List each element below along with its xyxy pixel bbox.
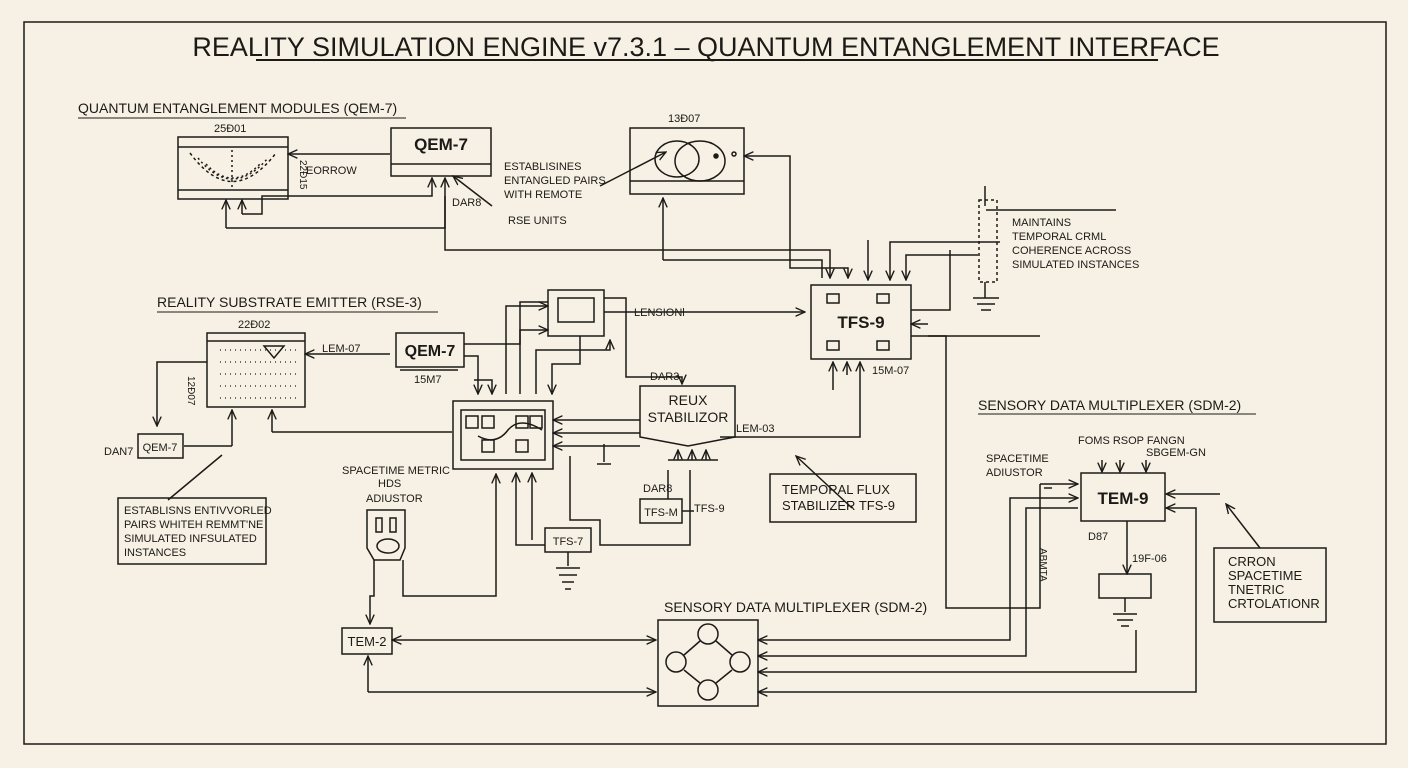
estab-note-1: ESTABLISINES <box>504 161 581 173</box>
label-dant: DAN7 <box>104 446 133 458</box>
maint-note-2: TEMPORAL CRML <box>1012 231 1106 243</box>
estab-note-2: ENTANGLED PAIRS <box>504 175 606 187</box>
correlator-note-1: CRRON <box>1228 554 1276 569</box>
outer-frame <box>23 21 1387 745</box>
stabilizer-label-2: STABILIZOR <box>648 409 729 425</box>
section-title-qem: QUANTUM ENTANGLEMENT MODULES (QEM-7) <box>78 100 397 116</box>
section-title-sdm-bottom: SENSORY DATA MULTIPLEXER (SDM-2) <box>664 599 927 615</box>
entangle-note-1: ESTABLISNS ENTIVVORLED <box>124 505 272 517</box>
stabilizer-label-1: REUX <box>669 392 709 408</box>
qem7-small-label: QEM-7 <box>143 442 178 454</box>
correlator-note-2: SPACETIME <box>1228 568 1302 583</box>
flux-stabilizer-block <box>639 385 736 447</box>
spacetime-metric-2: HDS <box>378 478 401 490</box>
correlator-note-4: CRTOLATIONR <box>1228 596 1320 611</box>
tfsm-label: TFS-M <box>644 507 678 519</box>
entangle-note-box <box>117 497 267 565</box>
label-d87: D87 <box>1088 531 1108 543</box>
label-qem-vertical: 22Ð15 <box>297 160 308 190</box>
label-lem07: LEM-07 <box>322 343 361 355</box>
rse-emitter-grid <box>206 332 306 408</box>
label-sbgem: SBGEM-GN <box>1146 447 1206 459</box>
spacetime-correlator-note-box <box>1213 547 1327 623</box>
section-title-sdm-right: SENSORY DATA MULTIPLEXER (SDM-2) <box>978 397 1241 413</box>
label-dars-mid: DAR8 <box>643 483 672 495</box>
entangle-note-3: SIMULATED INFSULATED <box>124 533 257 545</box>
label-13d07: 13Ð07 <box>668 113 700 125</box>
label-lensionl: LENSIONl <box>634 307 685 319</box>
spacetime-metric-3: ADIUSTOR <box>366 493 423 505</box>
label-22d02: 22Ð02 <box>238 319 270 331</box>
maint-note-4: SIMULATED INSTANCES <box>1012 259 1139 271</box>
label-19f06: 19F-06 <box>1132 553 1167 565</box>
spacetime-metric-1: SPACETIME METRIC <box>342 465 450 477</box>
spacetime-metric-adjustor <box>366 509 406 561</box>
label-rse-units: RSE UNITS <box>508 215 567 227</box>
tem2-label: TEM-2 <box>348 634 387 649</box>
spacetime-adjustor-2: ADIUSTOR <box>986 467 1043 479</box>
qem7-main-block <box>390 127 492 177</box>
maint-note-1: MAINTAINS <box>1012 217 1071 229</box>
tfs9-label: TFS-9 <box>837 313 884 332</box>
label-eorrow: EORROW <box>306 165 357 177</box>
correlator-note-3: TNETRIC <box>1228 582 1284 597</box>
label-15m7: 15M7 <box>414 374 442 386</box>
sdm-bottom-block <box>657 619 759 707</box>
tem9-label: TEM-9 <box>1098 489 1149 508</box>
label-dar3: DAR3 <box>650 371 679 383</box>
estab-note-3: WITH REMOTE <box>504 189 582 201</box>
temporal-flux-note-1: TEMPORAL FLUX <box>782 482 890 497</box>
qem7-main-label: QEM-7 <box>414 135 468 154</box>
label-tem-vertical: ABMTA <box>1037 548 1048 582</box>
label-lem03: LEM-03 <box>736 423 775 435</box>
label-dars-top: DAR8 <box>452 197 481 209</box>
maint-note-3: COHERENCE ACROSS <box>1012 245 1131 257</box>
label-tfs9-side: TFS-9 <box>694 503 725 515</box>
entangle-note-4: INSTANCES <box>124 547 186 559</box>
qem-oscilloscope-display <box>177 136 289 200</box>
temporal-flux-note-2: STABILIZER TFS-9 <box>782 498 895 513</box>
tem9-filter-block <box>1098 573 1152 599</box>
entangle-note-2: PAIRS WHITEH REMMT'NE <box>124 519 263 531</box>
label-25d01: 25Ð01 <box>214 123 246 135</box>
qem7-mid-block <box>395 332 465 368</box>
qem7-mid-label: QEM-7 <box>405 343 456 360</box>
lens-monitor-block <box>547 289 605 337</box>
spacetime-adjustor-1: SPACETIME <box>986 453 1049 465</box>
page-title: REALITY SIMULATION ENGINE v7.3.1 – QUANT… <box>192 32 1219 62</box>
label-foms: FOMS RSOP FANGN <box>1078 435 1185 447</box>
section-title-rse: REALITY SUBSTRATE EMITTER (RSE-3) <box>157 294 422 310</box>
temporal-flux-note-box <box>769 473 917 523</box>
tfs7-label: TFS-7 <box>553 536 584 548</box>
qem7-small-block <box>137 433 184 459</box>
label-15m07: 15M-07 <box>872 365 909 377</box>
label-rse-vertical: 12Ð07 <box>185 376 196 406</box>
